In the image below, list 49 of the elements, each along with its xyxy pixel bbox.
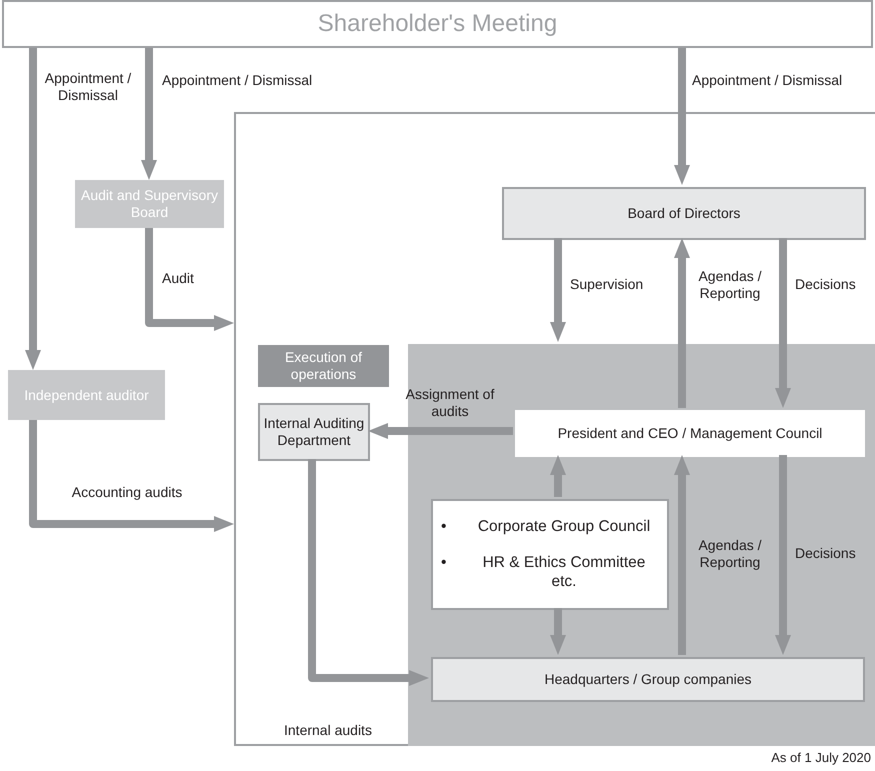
edge-label: Decisions — [795, 276, 856, 293]
edge-label: Supervision — [570, 276, 644, 293]
edge-label: Agendas / Reporting — [697, 537, 763, 571]
process-box — [431, 657, 865, 702]
box-label: Headquarters / Group companies — [544, 671, 752, 688]
edge-label: Appointment / Dismissal — [692, 72, 842, 89]
process-box — [502, 187, 866, 240]
body-box — [75, 180, 224, 228]
arrow — [674, 238, 690, 408]
edge-label: Assignment of audits — [404, 386, 496, 420]
edge-label: Agendas / Reporting — [697, 268, 763, 302]
arrow — [674, 455, 690, 655]
arrow — [550, 238, 566, 342]
date-note: As of 1 July 2020 — [771, 750, 871, 766]
edge-label: Decisions — [795, 545, 856, 562]
arrow — [25, 48, 41, 370]
header-box — [258, 345, 389, 387]
arrow — [674, 48, 690, 185]
box-label: Execution of operations — [284, 349, 364, 383]
list-item: Corporate Group Council — [476, 517, 652, 537]
box-label: Independent auditor — [23, 386, 150, 404]
box-label: Board of Directors — [626, 205, 742, 222]
frame-box — [234, 112, 875, 746]
edge-label: Audit — [162, 270, 194, 287]
arrow — [550, 608, 566, 655]
arrow — [308, 459, 429, 686]
arrow — [775, 455, 791, 655]
body-box — [8, 370, 165, 420]
box-label: Audit and Supervisory Board — [80, 187, 219, 221]
bullet: • — [441, 517, 448, 537]
process-box — [515, 410, 865, 457]
arrow — [368, 423, 513, 439]
arrow — [550, 455, 566, 497]
edge-label: Accounting audits — [70, 484, 184, 501]
arrow — [145, 228, 234, 331]
arrow — [775, 238, 791, 408]
bullet: • — [441, 552, 448, 572]
edge-label: Appointment / Dismissal — [162, 72, 312, 89]
box-label: Shareholder's Meeting — [316, 10, 558, 38]
committee-box — [431, 499, 669, 610]
arrow — [29, 420, 234, 532]
list-item: HR & Ethics Committee etc. — [482, 552, 646, 592]
box-label: Internal Auditing Department — [262, 415, 366, 449]
meeting-box — [2, 0, 873, 48]
arrow — [141, 48, 157, 180]
edge-label: Appointment / Dismissal — [44, 70, 132, 104]
edge-label: Internal audits — [284, 722, 372, 739]
box-label: President and CEO / Management Council — [556, 425, 824, 442]
process-box — [258, 403, 370, 461]
